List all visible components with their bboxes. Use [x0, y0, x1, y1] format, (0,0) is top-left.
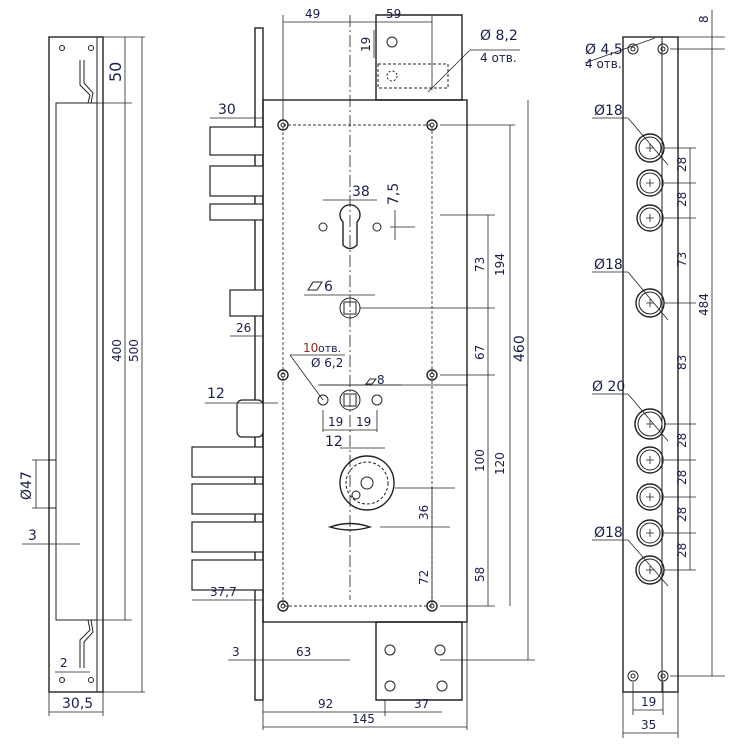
dim-label: 6 [324, 279, 333, 295]
dim-label: 8 [697, 15, 711, 23]
dim-label: 28 [675, 470, 689, 485]
dim-label: 38 [352, 184, 370, 200]
bolts [191, 126, 264, 591]
dim-label: 36 [417, 505, 431, 520]
dim-label: 83 [675, 355, 689, 370]
dim-label: 73 [675, 252, 689, 267]
dim-label: 3 [28, 528, 37, 544]
dim-label: Ø18 [594, 257, 623, 273]
lock-body [262, 99, 468, 623]
dim-label: 12 [325, 434, 343, 450]
dim-label: 484 [697, 293, 711, 316]
hole-diameter-label: Ø 6,2 [311, 356, 343, 370]
square-icon [307, 281, 323, 291]
faceplate-front [622, 36, 679, 693]
dim-label: 63 [296, 645, 311, 659]
bolt-holes [634, 133, 666, 585]
dim-label: 19 [641, 695, 656, 709]
front-view: 49 59 19 Ø 8,2 4 отв. 30 38 7,5 73 194 6… [191, 7, 535, 730]
dim-label: 49 [305, 7, 320, 21]
dim-label: 58 [473, 567, 487, 582]
dim-label: 30 [218, 102, 236, 118]
dim-label: 7,5 [386, 183, 402, 205]
gear-mechanism [339, 455, 395, 511]
dim-label: 145 [352, 712, 375, 726]
hole-count-label: 10 [303, 341, 318, 355]
dim-label: 59 [386, 7, 401, 21]
dim-label: 28 [675, 433, 689, 448]
dim-label: 460 [512, 335, 528, 362]
dim-label: Ø18 [594, 525, 623, 541]
dim-label: 35 [641, 718, 656, 732]
hole-diameter-label: Ø 4,5 [585, 42, 623, 58]
dim-label: 28 [675, 507, 689, 522]
dim-label: 50 [106, 62, 125, 82]
faceplate-side [48, 36, 104, 693]
dim-label: Ø18 [594, 103, 623, 119]
dim-label: Ø47 [19, 471, 35, 500]
screw-hole-icon [59, 45, 65, 51]
dim-label: 8 [377, 373, 385, 387]
mounting-holes [277, 119, 438, 612]
dim-label: Ø 20 [592, 379, 625, 395]
dim-label: 12 [207, 386, 225, 402]
dim-label: 3 [232, 645, 240, 659]
dim-label: 28 [675, 192, 689, 207]
dim-label: 2 [60, 656, 68, 670]
dim-label: 72 [417, 570, 431, 585]
hole-unit-label: отв. [318, 342, 341, 355]
dim-label: 28 [675, 543, 689, 558]
cylinder-hole [339, 204, 361, 250]
dim-label: 28 [675, 157, 689, 172]
dim-label: 92 [318, 697, 333, 711]
dim-label: 26 [236, 321, 251, 335]
strike-plate-top [375, 14, 463, 101]
screw-hole-icon [88, 677, 94, 683]
faceplate-front-view: Ø 4,5 4 отв. 8 Ø18 Ø18 Ø 20 Ø18 28 28 73… [584, 10, 725, 738]
dim-label: 120 [493, 452, 507, 475]
dim-label: 30,5 [62, 696, 93, 712]
dim-label: 19 [328, 415, 343, 429]
screw-hole-icon [59, 677, 65, 683]
dim-label: 73 [473, 257, 487, 272]
square-icon [364, 378, 378, 385]
dim-label: 194 [493, 253, 507, 276]
dim-label: 67 [473, 345, 487, 360]
hole-diameter-label: Ø 8,2 [480, 28, 518, 44]
left-side-view: 50 400 500 Ø47 3 2 30,5 [19, 36, 145, 716]
strike-plate-bottom [375, 621, 463, 701]
screw-hole-icon [88, 45, 94, 51]
dim-label: 500 [127, 339, 141, 362]
dim-label: 37,7 [210, 585, 237, 599]
dim-label: 37 [414, 697, 429, 711]
lock-body-side [55, 102, 98, 621]
hole-count-label: 4 отв. [480, 51, 517, 65]
dim-label: 400 [110, 339, 124, 362]
dim-label: 19 [359, 37, 373, 52]
dim-label: 19 [356, 415, 371, 429]
dim-label: 100 [473, 449, 487, 472]
hole-count-label: 4 отв. [585, 57, 622, 71]
